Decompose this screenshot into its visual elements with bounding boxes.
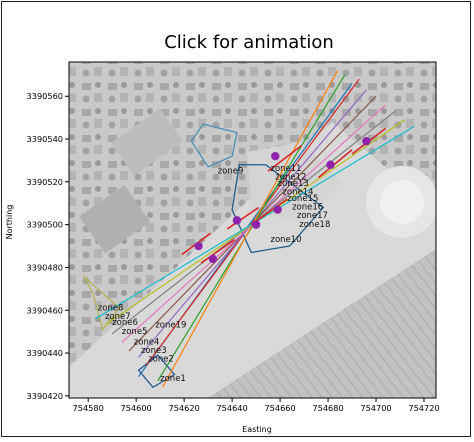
zone9-polygon (231, 164, 325, 254)
track-segment-6 (317, 149, 353, 179)
position-marker-6[interactable] (271, 151, 280, 161)
roundabout-inner (380, 180, 424, 224)
x-tick-label-6: 754680 (312, 403, 343, 413)
y-axis-label: Northing (5, 205, 14, 240)
building-top (110, 108, 184, 176)
zone7-label: zone7 (105, 312, 131, 322)
x-tick-label-8: 754720 (408, 403, 439, 413)
plot-layer (82, 70, 415, 389)
zone2-label: zone2 (148, 355, 174, 365)
zone8-label: zone8 (98, 303, 124, 313)
map-background (69, 62, 436, 398)
zone11-label: zone11 (270, 164, 301, 174)
zone4-label: zone4 (134, 337, 160, 347)
y-tick-label-3: 3390460 (27, 305, 63, 315)
road-main (69, 122, 436, 398)
zone17-label: zone17 (297, 211, 328, 221)
chart-title[interactable]: Click for animation (164, 32, 334, 53)
map-chart[interactable]: Click for animation (2, 2, 472, 438)
zone1-label: zone1 (160, 374, 186, 384)
zone9-label: zone9 (218, 166, 244, 176)
parking-lot (208, 249, 436, 398)
track-segment-3 (250, 198, 288, 226)
x-tick-label-3: 754620 (169, 403, 200, 413)
x-axis-label: Easting (242, 425, 272, 434)
x-tick-label-4: 754640 (216, 403, 247, 413)
zone10-label: zone10 (270, 235, 301, 245)
position-marker-1[interactable] (194, 241, 203, 251)
zone19-label: zone19 (155, 320, 186, 330)
track-segment-1 (226, 206, 259, 230)
building-left (79, 184, 151, 254)
boundary-polygon-2 (82, 275, 121, 331)
position-marker-7[interactable] (326, 160, 335, 169)
position-marker-4[interactable] (251, 220, 261, 229)
zone-label-layer: zone1 zone2zone3zone4zone5zone6zone7zone8… (98, 164, 331, 384)
position-marker-8[interactable] (362, 136, 371, 146)
x-tick-label-7: 754700 (360, 403, 391, 413)
x-tick-label-1: 754580 (73, 403, 104, 413)
zone5-label: zone5 (122, 327, 148, 337)
series-line-10 (162, 70, 339, 388)
position-marker-2[interactable] (208, 254, 218, 264)
x-tick-label-5: 754660 (264, 403, 295, 413)
y-tick-label-4: 3390480 (27, 262, 63, 272)
y-tick-label-6: 3390520 (27, 177, 63, 187)
zone15-label: zone15 (287, 194, 318, 204)
position-marker-3[interactable] (232, 216, 242, 225)
y-tick-label-7: 3390540 (27, 134, 63, 144)
figure-frame: Click for animation (1, 1, 471, 437)
zone14-label: zone14 (282, 188, 313, 198)
zone16-label: zone16 (292, 203, 323, 213)
track-segment-5 (267, 144, 303, 172)
boundary-polygon-1 (190, 123, 238, 168)
y-tick-label-8: 3390560 (27, 91, 63, 101)
zone6-label: zone6 (112, 318, 138, 328)
y-tick-label-5: 3390500 (27, 220, 63, 230)
zone12-label: zone12 (275, 173, 306, 183)
zone3-label: zone3 (141, 346, 167, 356)
axis-layer: 754580 754600 754620 754640 754660 754680 7547… (27, 91, 440, 413)
zone13-label: zone13 (278, 179, 309, 189)
track-segment-2 (200, 238, 235, 264)
zone1-polygon (137, 354, 176, 389)
zone18-label: zone18 (299, 220, 330, 230)
position-marker-5[interactable] (273, 205, 282, 214)
y-tick-label-2: 3390440 (27, 348, 63, 358)
y-tick-label-1: 3390420 (27, 391, 63, 401)
plot-area-border (68, 61, 437, 399)
x-tick-label-2: 754600 (121, 403, 152, 413)
